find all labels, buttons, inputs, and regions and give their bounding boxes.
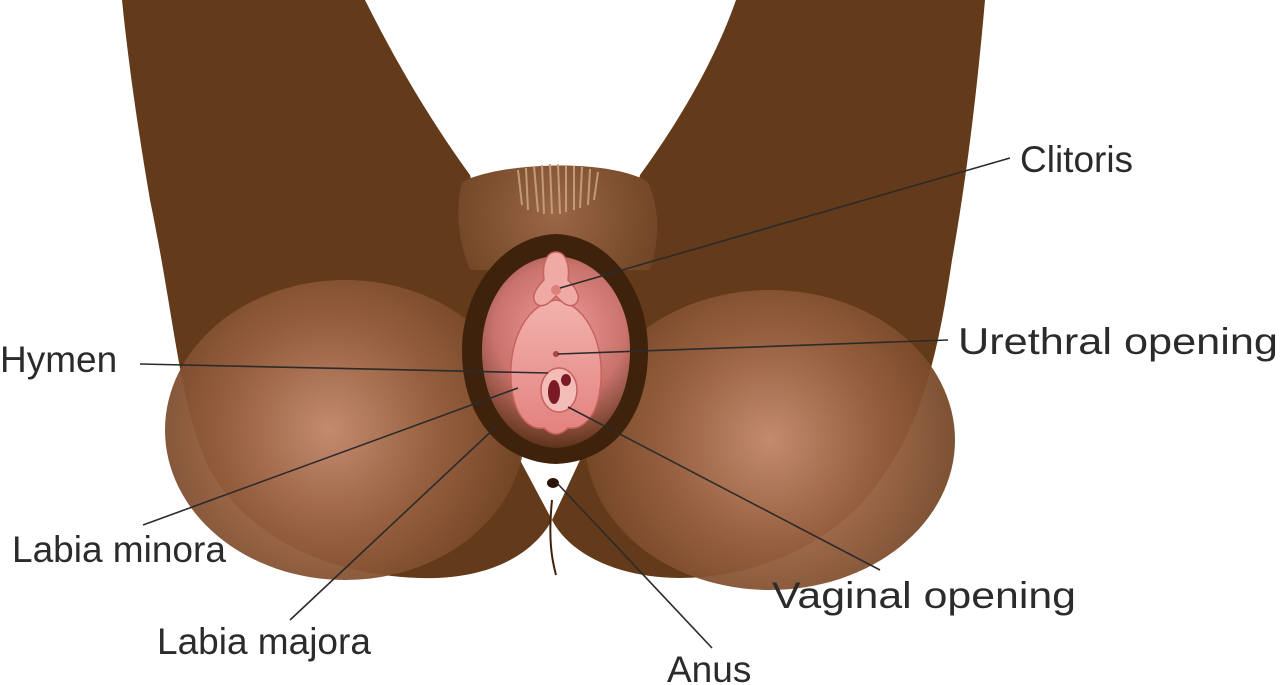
hymen-leader bbox=[139, 363, 549, 374]
gluteal-cleft bbox=[549, 499, 557, 576]
hymen-opening-left bbox=[548, 380, 560, 404]
label-urethral-opening: Urethral opening bbox=[958, 321, 1278, 362]
right-buttock-shading bbox=[585, 290, 955, 590]
left-buttock-shading bbox=[165, 280, 525, 580]
body-silhouette bbox=[122, 0, 985, 590]
label-anus: Anus bbox=[667, 649, 751, 685]
hymen-opening-right bbox=[561, 374, 571, 386]
labels: Clitoris Urethral opening Hymen Labia mi… bbox=[0, 139, 1278, 685]
clitoral-hood-shape bbox=[533, 251, 579, 307]
labia-minora-leader bbox=[142, 387, 519, 526]
label-labia-minora: Labia minora bbox=[12, 529, 226, 570]
labia-minora-shape bbox=[510, 299, 602, 435]
vulva bbox=[462, 234, 648, 488]
mons-pubis bbox=[458, 163, 658, 270]
label-hymen: Hymen bbox=[0, 339, 117, 380]
label-vaginal-opening: Vaginal opening bbox=[772, 575, 1076, 616]
urethral-opening-dot bbox=[553, 351, 559, 357]
urethral-opening-leader bbox=[557, 339, 949, 355]
label-labia-majora: Labia majora bbox=[157, 621, 371, 662]
labia-majora-leader bbox=[289, 424, 499, 621]
clitoris-glans bbox=[551, 285, 561, 295]
anus-shape bbox=[547, 478, 559, 488]
vaginal-opening-leader bbox=[567, 406, 881, 571]
label-clitoris: Clitoris bbox=[1020, 139, 1133, 180]
clitoris-leader bbox=[559, 157, 1011, 289]
anus-leader bbox=[556, 482, 713, 649]
leader-lines bbox=[139, 157, 1011, 649]
pubic-hair bbox=[517, 163, 599, 215]
